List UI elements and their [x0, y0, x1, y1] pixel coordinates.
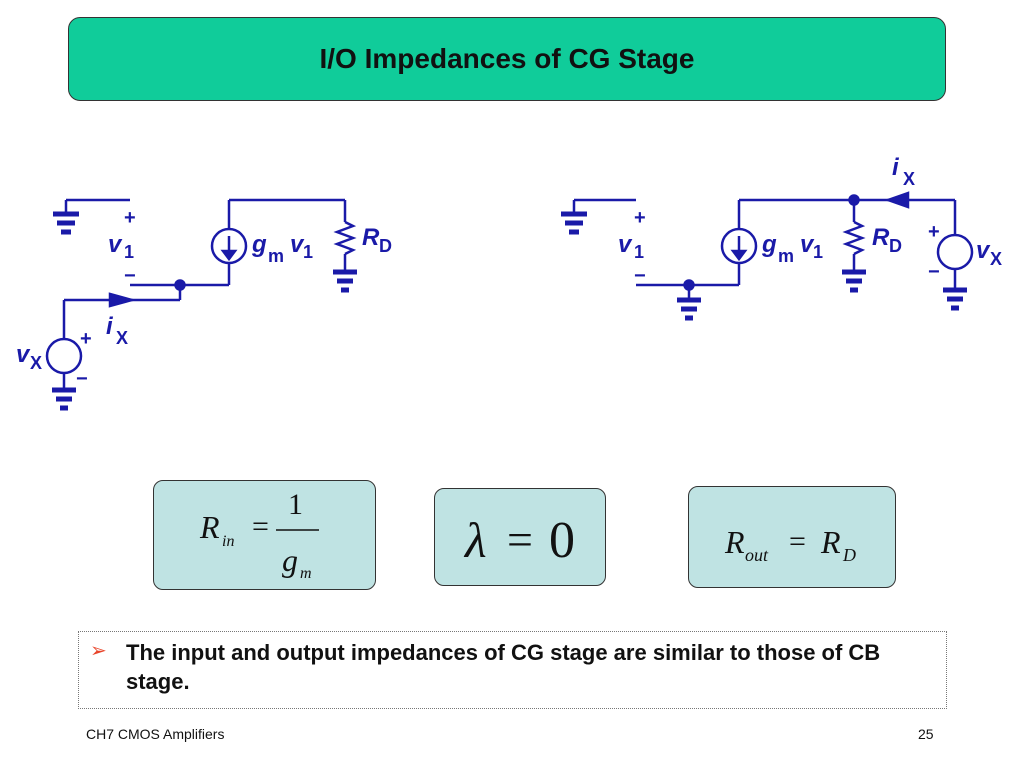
rd-subscript: D [889, 236, 902, 256]
bullet-arrow-icon: ➢ [90, 638, 107, 662]
lambda-value: 0 [549, 512, 575, 569]
gm-v1-subscript: 1 [813, 242, 823, 262]
gm-v1-label: v [290, 231, 305, 258]
lambda-equals: = [507, 514, 533, 565]
rout-formula-box: R out = R D [688, 486, 896, 588]
voltage-source-icon [936, 233, 974, 271]
ground-icon [842, 269, 866, 293]
vx-label: v [16, 341, 31, 368]
ground-icon [333, 269, 357, 293]
minus-label: − [76, 368, 88, 390]
plus-label: + [80, 328, 92, 350]
plus-label: + [634, 207, 646, 229]
ground-icon [943, 287, 967, 311]
vx-label: v [976, 237, 991, 264]
vx-subscript: X [30, 353, 42, 373]
right-circuit [561, 191, 974, 321]
v1-subscript: 1 [634, 242, 644, 262]
minus-label: − [928, 261, 940, 283]
rin-lhs: R [199, 509, 220, 545]
gm-label: g [251, 231, 267, 258]
v1-label: v [618, 231, 633, 258]
ground-icon [561, 200, 587, 235]
ground-icon [53, 200, 79, 235]
page-number: 25 [918, 726, 934, 742]
ix-subscript: X [903, 169, 915, 189]
cg-circuit-diagrams: + v 1 − g m v 1 R D i X + v X − [16, 154, 1002, 411]
resistor-icon [842, 220, 866, 256]
rd-label: R [872, 224, 890, 251]
v1-subscript: 1 [124, 242, 134, 262]
left-circuit [45, 198, 357, 411]
plus-label: + [928, 221, 940, 243]
resistor-icon [333, 220, 357, 256]
gm-subscript: m [268, 246, 284, 266]
plus-label: + [124, 207, 136, 229]
current-arrow-icon [108, 292, 137, 308]
gm-subscript: m [778, 246, 794, 266]
minus-label: − [634, 265, 646, 287]
rout-equals: = [789, 525, 806, 558]
rin-denominator-subscript: m [300, 565, 312, 582]
current-arrow-icon [884, 191, 910, 209]
v1-label: v [108, 231, 123, 258]
ground-icon [677, 297, 701, 321]
rout-rhs-subscript: D [842, 545, 856, 565]
bullet-box [78, 631, 947, 709]
ground-icon [52, 387, 76, 411]
ix-subscript: X [116, 328, 128, 348]
ix-label: i [892, 154, 900, 181]
lambda-formula-box: λ = 0 [434, 488, 606, 586]
rin-numerator: 1 [288, 488, 303, 521]
bullet-text: The input and output impedances of CG st… [126, 640, 881, 694]
title-banner: I/O Impedances of CG Stage [68, 17, 946, 101]
rin-formula-box: R in = 1 g m [153, 480, 376, 590]
gm-label: g [761, 231, 777, 258]
rout-lhs-subscript: out [745, 545, 769, 565]
rout-rhs: R [820, 524, 841, 560]
lambda-symbol: λ [463, 512, 487, 568]
rd-label: R [362, 224, 380, 251]
gm-v1-label: v [800, 231, 815, 258]
rd-subscript: D [379, 236, 392, 256]
rin-lhs-subscript: in [222, 533, 234, 550]
gm-v1-subscript: 1 [303, 242, 313, 262]
ix-label: i [106, 313, 114, 340]
slide-title: I/O Impedances of CG Stage [319, 43, 695, 74]
rin-denominator: g [282, 542, 298, 578]
vx-subscript: X [990, 249, 1002, 269]
rout-lhs: R [724, 524, 745, 560]
minus-label: − [124, 265, 136, 287]
rin-equals: = [252, 510, 269, 543]
footer-course: CH7 CMOS Amplifiers [86, 726, 225, 742]
